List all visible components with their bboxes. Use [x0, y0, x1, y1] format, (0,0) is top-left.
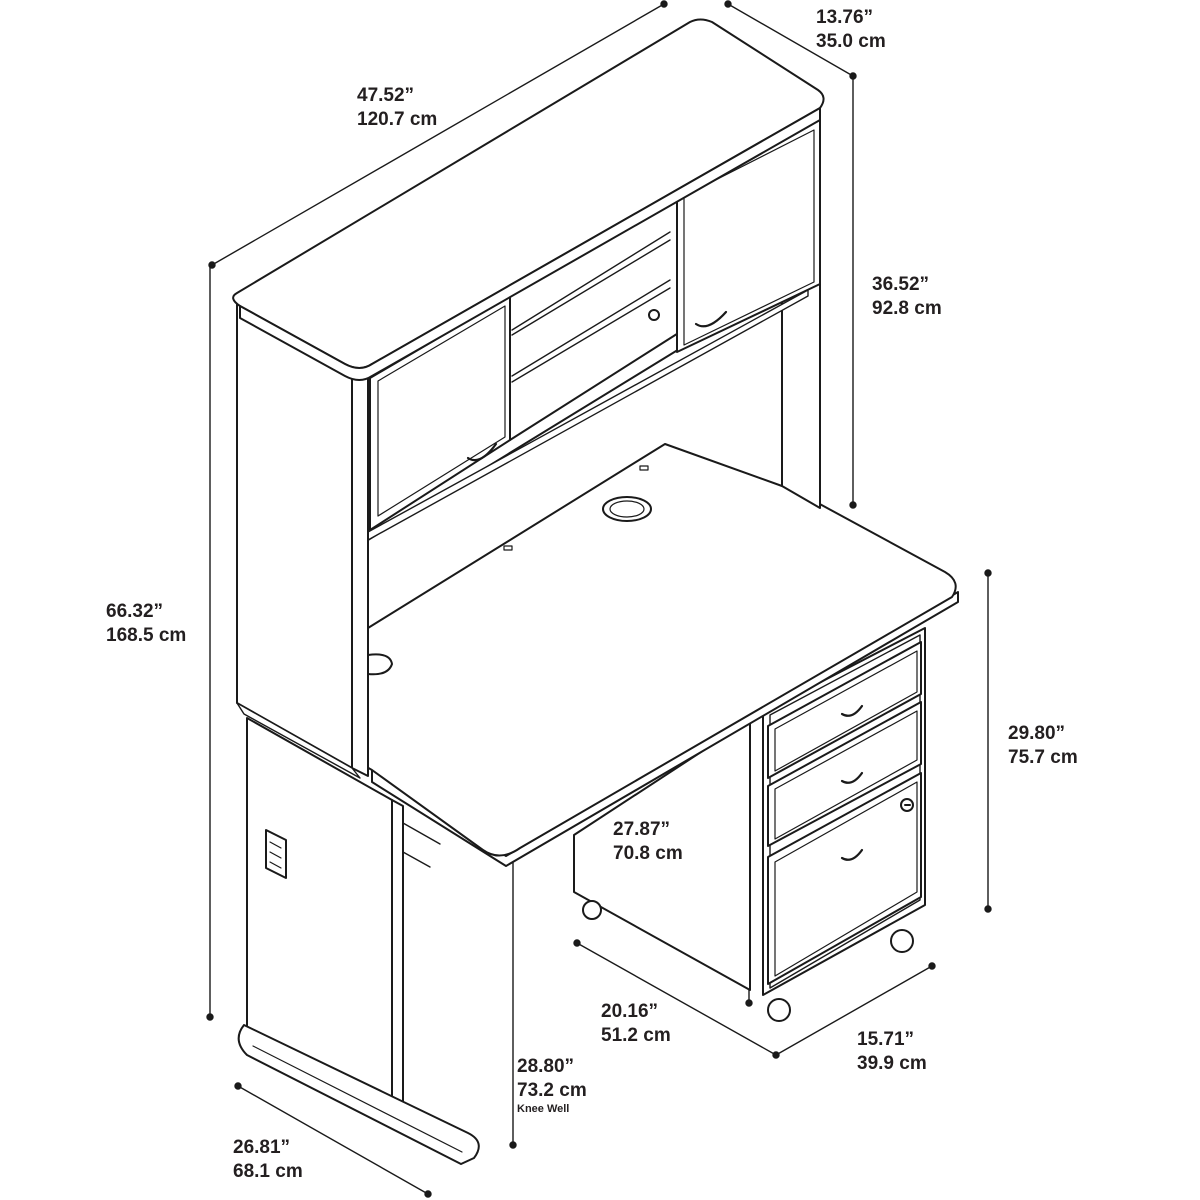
mobile-pedestal — [573, 627, 926, 1022]
hutch-width-cm: 120.7 cm — [357, 109, 438, 130]
pedestal-width-cm: 39.9 cm — [857, 1053, 927, 1074]
pedestal-top-inches: 27.87” — [613, 819, 671, 840]
label-hutch-width: 47.52” 120.7 cm — [357, 84, 437, 132]
dim-line-desk-depth — [576, 942, 777, 1056]
desk-depth-inches: 20.16” — [601, 1001, 659, 1022]
hutch-depth-inches: 13.76” — [816, 7, 874, 28]
label-hutch-depth: 13.76” 35.0 cm — [816, 6, 886, 54]
pedestal-height-cm: 75.7 cm — [1008, 747, 1078, 768]
total-height-cm: 168.5 cm — [106, 625, 187, 646]
pedestal-width-inches: 15.71” — [857, 1029, 915, 1050]
hutch-height-cm: 92.8 cm — [872, 298, 942, 319]
desk-depth-cm: 51.2 cm — [601, 1025, 671, 1046]
brackets — [503, 465, 649, 551]
label-pedestal-height: 29.80” 75.7 cm — [1008, 722, 1078, 770]
knee-well-inches: 28.80” — [517, 1056, 575, 1077]
pedestal-height-inches: 29.80” — [1008, 723, 1066, 744]
label-hutch-height: 36.52” 92.8 cm — [872, 273, 942, 321]
desk-leg — [237, 717, 480, 1165]
dim-line-pedestal-width — [775, 965, 933, 1056]
dim-line-hutch-width — [211, 3, 665, 266]
desktop — [239, 419, 959, 867]
hutch-depth-cm: 35.0 cm — [816, 31, 886, 52]
knee-well-cm: 73.2 cm — [517, 1080, 587, 1101]
hutch-width-inches: 47.52” — [357, 85, 415, 106]
label-pedestal-top-height: 27.87” 70.8 cm — [613, 818, 683, 866]
label-pedestal-width: 15.71” 39.9 cm — [857, 1028, 927, 1076]
label-leg-depth: 26.81” 68.1 cm — [233, 1136, 303, 1184]
knee-well-note: Knee Well — [517, 1103, 570, 1115]
dim-line-leg-depth — [237, 1085, 429, 1195]
leg-depth-cm: 68.1 cm — [233, 1161, 303, 1182]
leg-depth-inches: 26.81” — [233, 1137, 291, 1158]
total-height-inches: 66.32” — [106, 601, 164, 622]
label-desk-depth: 20.16” 51.2 cm — [601, 1000, 671, 1048]
hutch — [232, 18, 825, 779]
dim-line-hutch-depth — [727, 3, 854, 77]
pedestal-top-cm: 70.8 cm — [613, 843, 683, 864]
label-knee-well: 28.80” 73.2 cm Knee Well — [517, 1055, 587, 1116]
hutch-height-inches: 36.52” — [872, 274, 930, 295]
label-total-height: 66.32” 168.5 cm — [106, 600, 186, 648]
